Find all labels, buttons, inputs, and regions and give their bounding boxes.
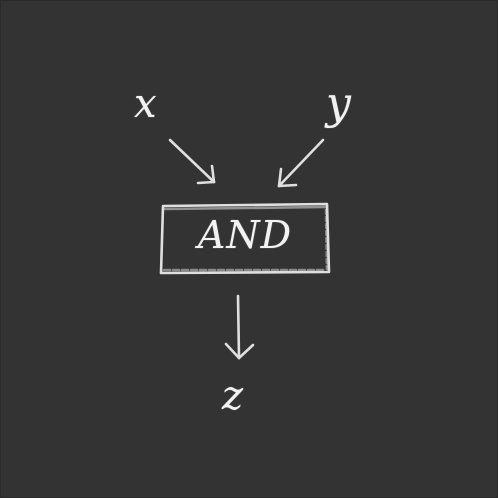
input-x-label: x [134,81,157,127]
input-y-label: y [326,78,351,129]
arrow-y-to-gate [277,138,325,188]
and-gate-label: AND [197,213,293,257]
arrow-gate-to-z [224,294,255,360]
arrow-x-to-gate [168,138,216,185]
and-gate-box [159,202,331,275]
output-z-label: z [222,373,244,419]
